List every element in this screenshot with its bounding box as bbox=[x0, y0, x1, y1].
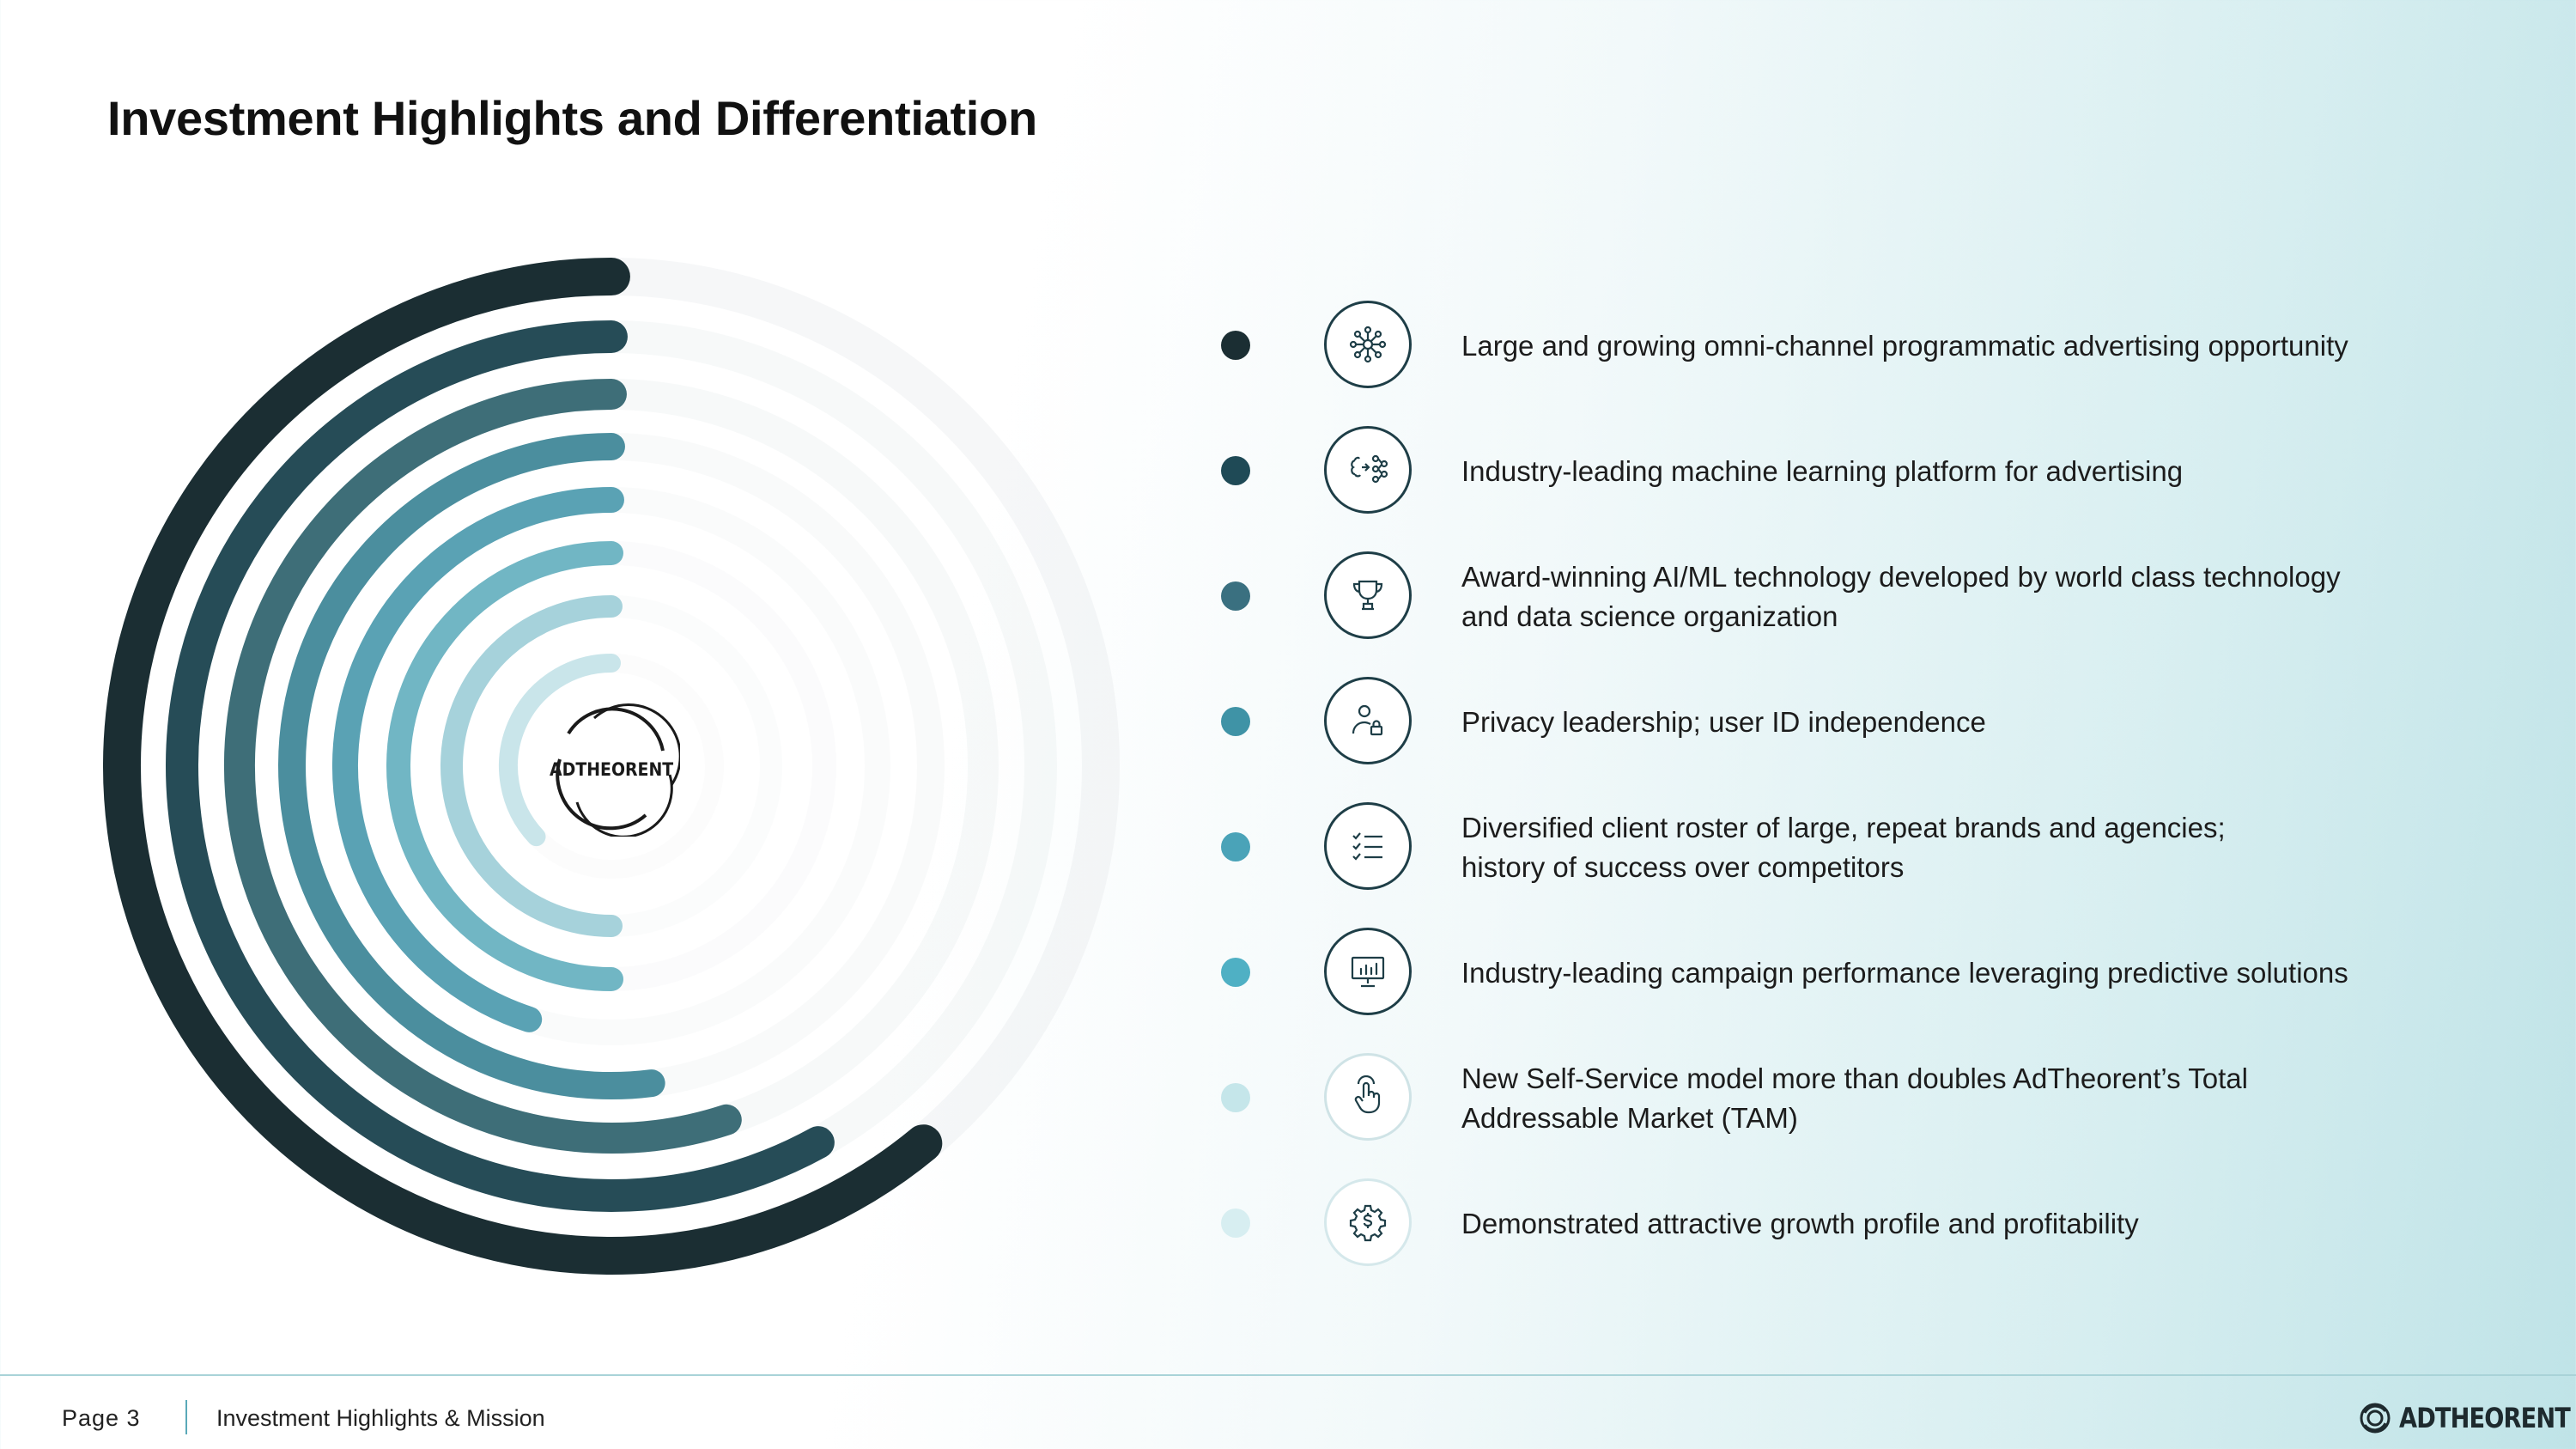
highlight-text: New Self-Service model more than doubles… bbox=[1461, 1062, 2248, 1134]
highlight-item: Industry-leading machine learning platfo… bbox=[1202, 420, 2533, 523]
highlight-text: Large and growing omni-channel programma… bbox=[1461, 330, 2348, 362]
bullet-dot bbox=[1221, 1209, 1250, 1238]
highlight-text: Diversified client roster of large, repe… bbox=[1461, 812, 2226, 883]
highlight-item: Diversified client roster of large, repe… bbox=[1202, 796, 2533, 899]
footer-page-number: Page 3 bbox=[62, 1405, 141, 1431]
ring-progress-arc bbox=[166, 320, 835, 1212]
trophy-icon bbox=[1352, 580, 1383, 611]
footer-logo: ADTHEORENT bbox=[2358, 1398, 2576, 1438]
bullet-dot bbox=[1221, 331, 1250, 360]
footer-logo-text: ADTHEORENT bbox=[2399, 1402, 2571, 1434]
slide-title: Investment Highlights and Differentiatio… bbox=[107, 91, 1037, 145]
highlight-item: New Self-Service model more than doubles… bbox=[1202, 1047, 2533, 1150]
icon-badge bbox=[1324, 928, 1412, 1015]
ring-progress-arc bbox=[498, 654, 621, 847]
icon-badge bbox=[1324, 301, 1412, 388]
highlight-item: Large and growing omni-channel programma… bbox=[1202, 295, 2533, 398]
highlight-text: Demonstrated attractive growth profile a… bbox=[1461, 1208, 2139, 1239]
dollar-gear-icon bbox=[1349, 1204, 1387, 1242]
network-nodes-icon bbox=[1349, 326, 1387, 363]
highlights-list: Large and growing omni-channel programma… bbox=[1202, 295, 2533, 1275]
bullet-dot bbox=[1221, 832, 1250, 861]
machine-learning-icon bbox=[1351, 454, 1388, 484]
footer-divider bbox=[0, 1374, 2576, 1376]
ring-progress-arc bbox=[440, 595, 623, 937]
icon-badge bbox=[1324, 677, 1412, 764]
presentation-chart-icon bbox=[1351, 956, 1385, 988]
adtheorent-logo-icon: ADTHEORENT bbox=[548, 703, 682, 838]
ring-progress-arc bbox=[278, 433, 665, 1099]
center-logo-text: ADTHEORENT bbox=[550, 758, 673, 780]
icon-badge bbox=[1324, 551, 1412, 639]
bullet-dot bbox=[1221, 581, 1250, 611]
highlight-item: Demonstrated attractive growth profile a… bbox=[1202, 1172, 2533, 1275]
highlight-text: Award-winning AI/ML technology developed… bbox=[1461, 561, 2341, 632]
highlight-item: Award-winning AI/ML technology developed… bbox=[1202, 545, 2533, 648]
highlight-item: Privacy leadership; user ID independence bbox=[1202, 671, 2533, 774]
checklist-icon bbox=[1352, 832, 1382, 861]
highlight-item: Industry-leading campaign performance le… bbox=[1202, 922, 2533, 1025]
footer-section-title: Investment Highlights & Mission bbox=[216, 1405, 545, 1431]
highlight-text: Privacy leadership; user ID independence bbox=[1461, 706, 1986, 738]
icon-badge bbox=[1324, 1053, 1412, 1141]
highlight-text: Industry-leading machine learning platfo… bbox=[1461, 455, 2184, 487]
footer-separator bbox=[185, 1400, 187, 1434]
bullet-dot bbox=[1221, 456, 1250, 485]
ring-progress-arc bbox=[224, 379, 742, 1154]
ring-progress-arc bbox=[102, 258, 943, 1275]
ring-progress-arc bbox=[332, 487, 624, 1032]
icon-badge bbox=[1324, 802, 1412, 890]
icon-badge bbox=[1324, 426, 1412, 514]
bullet-dot bbox=[1221, 1083, 1250, 1112]
icon-badge bbox=[1324, 1178, 1412, 1266]
bullet-dot bbox=[1221, 958, 1250, 987]
ring-progress-arc bbox=[386, 541, 623, 991]
hand-pointer-icon bbox=[1354, 1075, 1381, 1114]
user-lock-icon bbox=[1352, 704, 1383, 736]
center-logo: ADTHEORENT bbox=[543, 699, 682, 838]
bullet-dot bbox=[1221, 707, 1250, 736]
adtheorent-mark-icon bbox=[2360, 1403, 2391, 1434]
progress-rings bbox=[102, 258, 1120, 1275]
highlight-text: Industry-leading campaign performance le… bbox=[1461, 957, 2348, 989]
